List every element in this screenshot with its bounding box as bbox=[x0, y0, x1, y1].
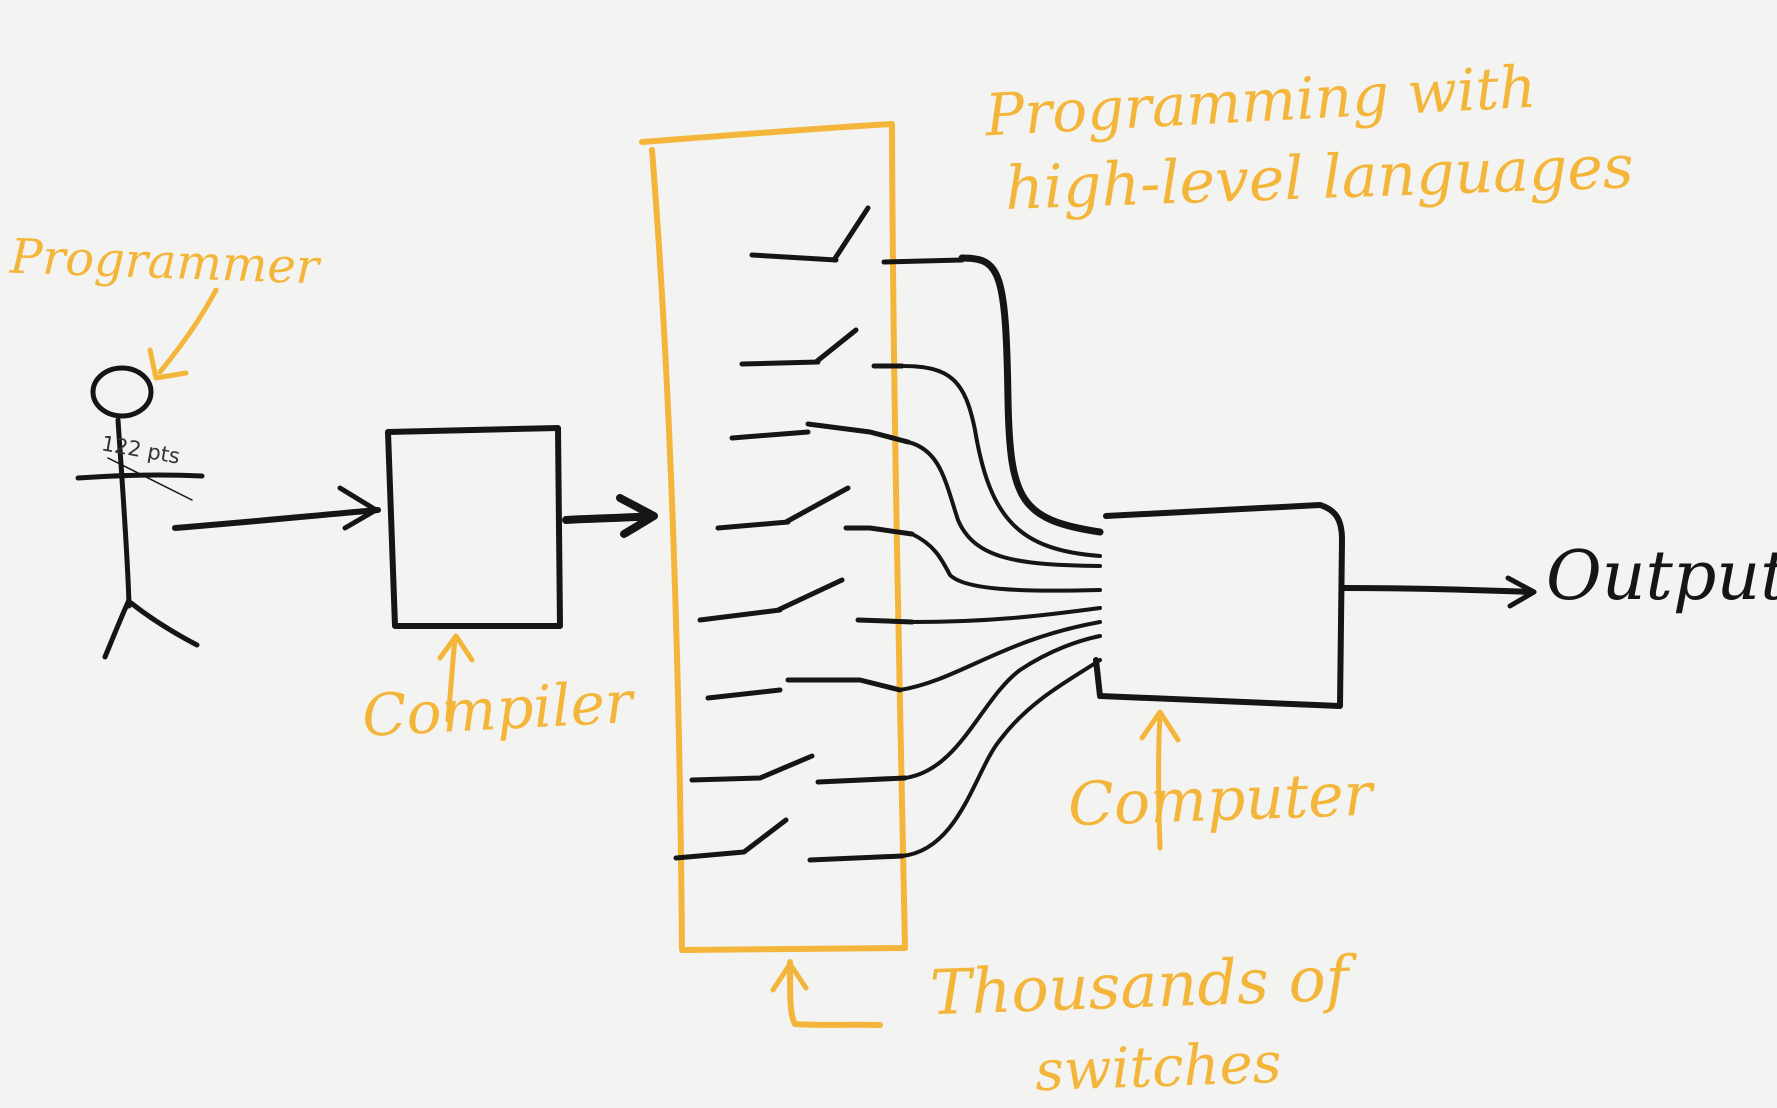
compiler-box bbox=[385, 425, 563, 629]
switches-label-line-2: switches bbox=[1033, 1030, 1283, 1105]
switch-panel bbox=[639, 121, 908, 953]
switches-label-line-1: Thousands of bbox=[928, 941, 1350, 1030]
computer-box bbox=[1093, 502, 1345, 709]
programmer-figure bbox=[75, 365, 205, 660]
programmer-label: Programmer bbox=[9, 228, 320, 296]
output-label: Output bbox=[1546, 537, 1777, 616]
arrow-programmer-to-compiler bbox=[172, 485, 381, 531]
wire-bundle bbox=[898, 254, 1104, 858]
computer-label: Computer bbox=[1066, 759, 1374, 841]
arrow-compiler-to-switches bbox=[562, 494, 658, 538]
computer-pointer-arrow bbox=[1139, 709, 1181, 851]
programmer-pointer-arrow bbox=[147, 287, 219, 381]
switches-pointer-arrow bbox=[770, 959, 883, 1028]
compiler-label: Compiler bbox=[360, 667, 635, 751]
switch-group bbox=[673, 205, 965, 863]
compiler-pointer-arrow bbox=[437, 633, 475, 723]
arrow-computer-to-output bbox=[1341, 575, 1537, 609]
